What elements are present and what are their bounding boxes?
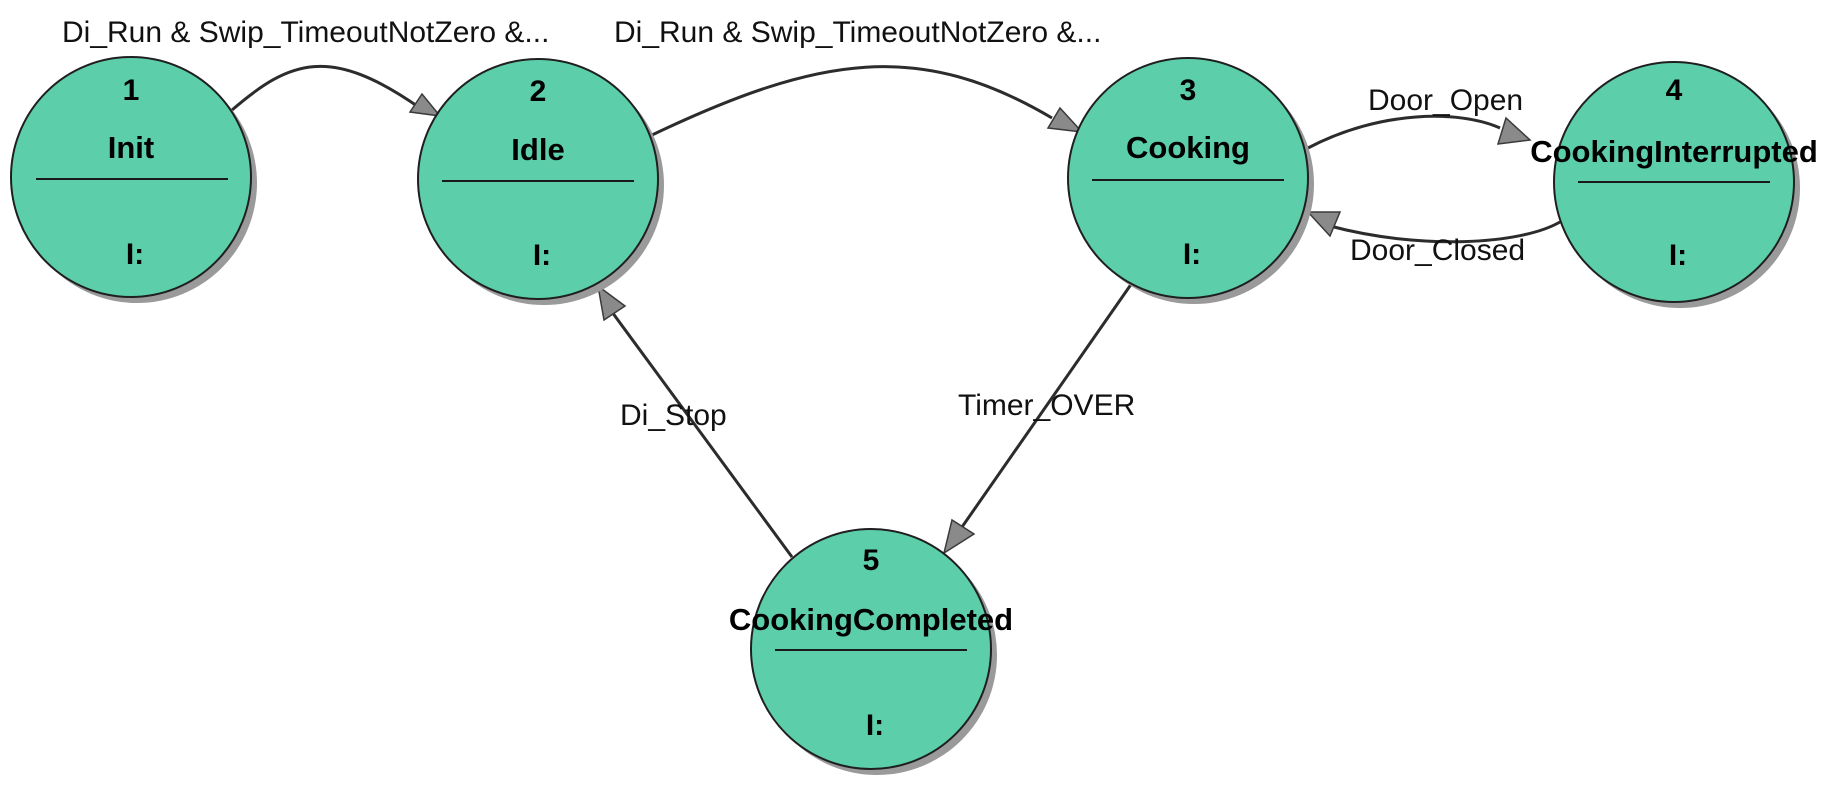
state-node-cooking[interactable]: 3 Cooking I: [1067,57,1314,304]
transition-label-door-open: Door_Open [1368,84,1523,117]
transition-line [960,282,1134,528]
transition-line [610,311,794,558]
state-node-cooking-completed[interactable]: 5 CookingCompleted I: [729,528,1013,775]
state-name: CookingCompleted [729,602,1013,637]
transition-line [1307,114,1501,150]
state-circle [417,58,659,300]
transition-cooking-to-completed[interactable] [942,282,1134,555]
transition-label-idle-cooking: Di_Run & Swip_TimeoutNotZero &... [614,16,1101,49]
state-number: 1 [123,74,140,107]
state-circle [1067,57,1309,299]
state-name: Init [108,130,155,165]
transition-completed-to-idle[interactable] [596,284,794,558]
state-node-cooking-interrupted[interactable]: 4 CookingInterrupted I: [1530,61,1818,308]
transition-label-door-closed: Door_Closed [1350,234,1525,267]
state-number: 5 [863,544,880,577]
state-action: I: [126,238,144,271]
transition-cooking-to-interrupted[interactable] [1307,114,1532,150]
arrowhead-icon [1496,116,1532,145]
state-name: CookingInterrupted [1530,134,1818,169]
state-action: I: [533,239,551,272]
states-layer: 1 Init I: 2 Idle I: 3 Cooking I: 4 [10,56,1818,775]
arrowhead-icon [1306,211,1342,238]
transition-label-timer-over: Timer_OVER [958,389,1135,422]
transition-line [651,65,1053,137]
state-action: I: [1183,238,1201,271]
transition-label-init-idle: Di_Run & Swip_TimeoutNotZero &... [62,16,549,49]
state-node-init[interactable]: 1 Init I: [10,56,257,303]
arrowhead-icon [408,92,442,117]
transition-label-di-stop: Di_Stop [620,399,727,432]
state-circle [10,56,252,298]
transition-init-to-idle[interactable] [231,65,442,117]
transition-interrupted-to-cooking[interactable] [1306,211,1561,244]
transition-labels: Di_Run & Swip_TimeoutNotZero &... Di_Run… [62,16,1525,432]
arrowhead-icon [942,518,976,555]
transition-line [231,65,421,112]
arrowhead-icon [596,284,627,322]
transition-idle-to-cooking[interactable] [651,65,1084,137]
state-number: 4 [1666,74,1683,107]
state-name: Cooking [1126,130,1250,165]
state-action: I: [866,709,884,742]
state-node-idle[interactable]: 2 Idle I: [417,58,664,305]
state-name: Idle [511,132,564,167]
transition-line [1329,220,1561,244]
state-number: 2 [530,75,547,108]
arrowhead-icon [1046,106,1084,133]
transitions-layer [231,65,1561,558]
state-number: 3 [1180,74,1197,107]
state-action: I: [1669,239,1687,272]
